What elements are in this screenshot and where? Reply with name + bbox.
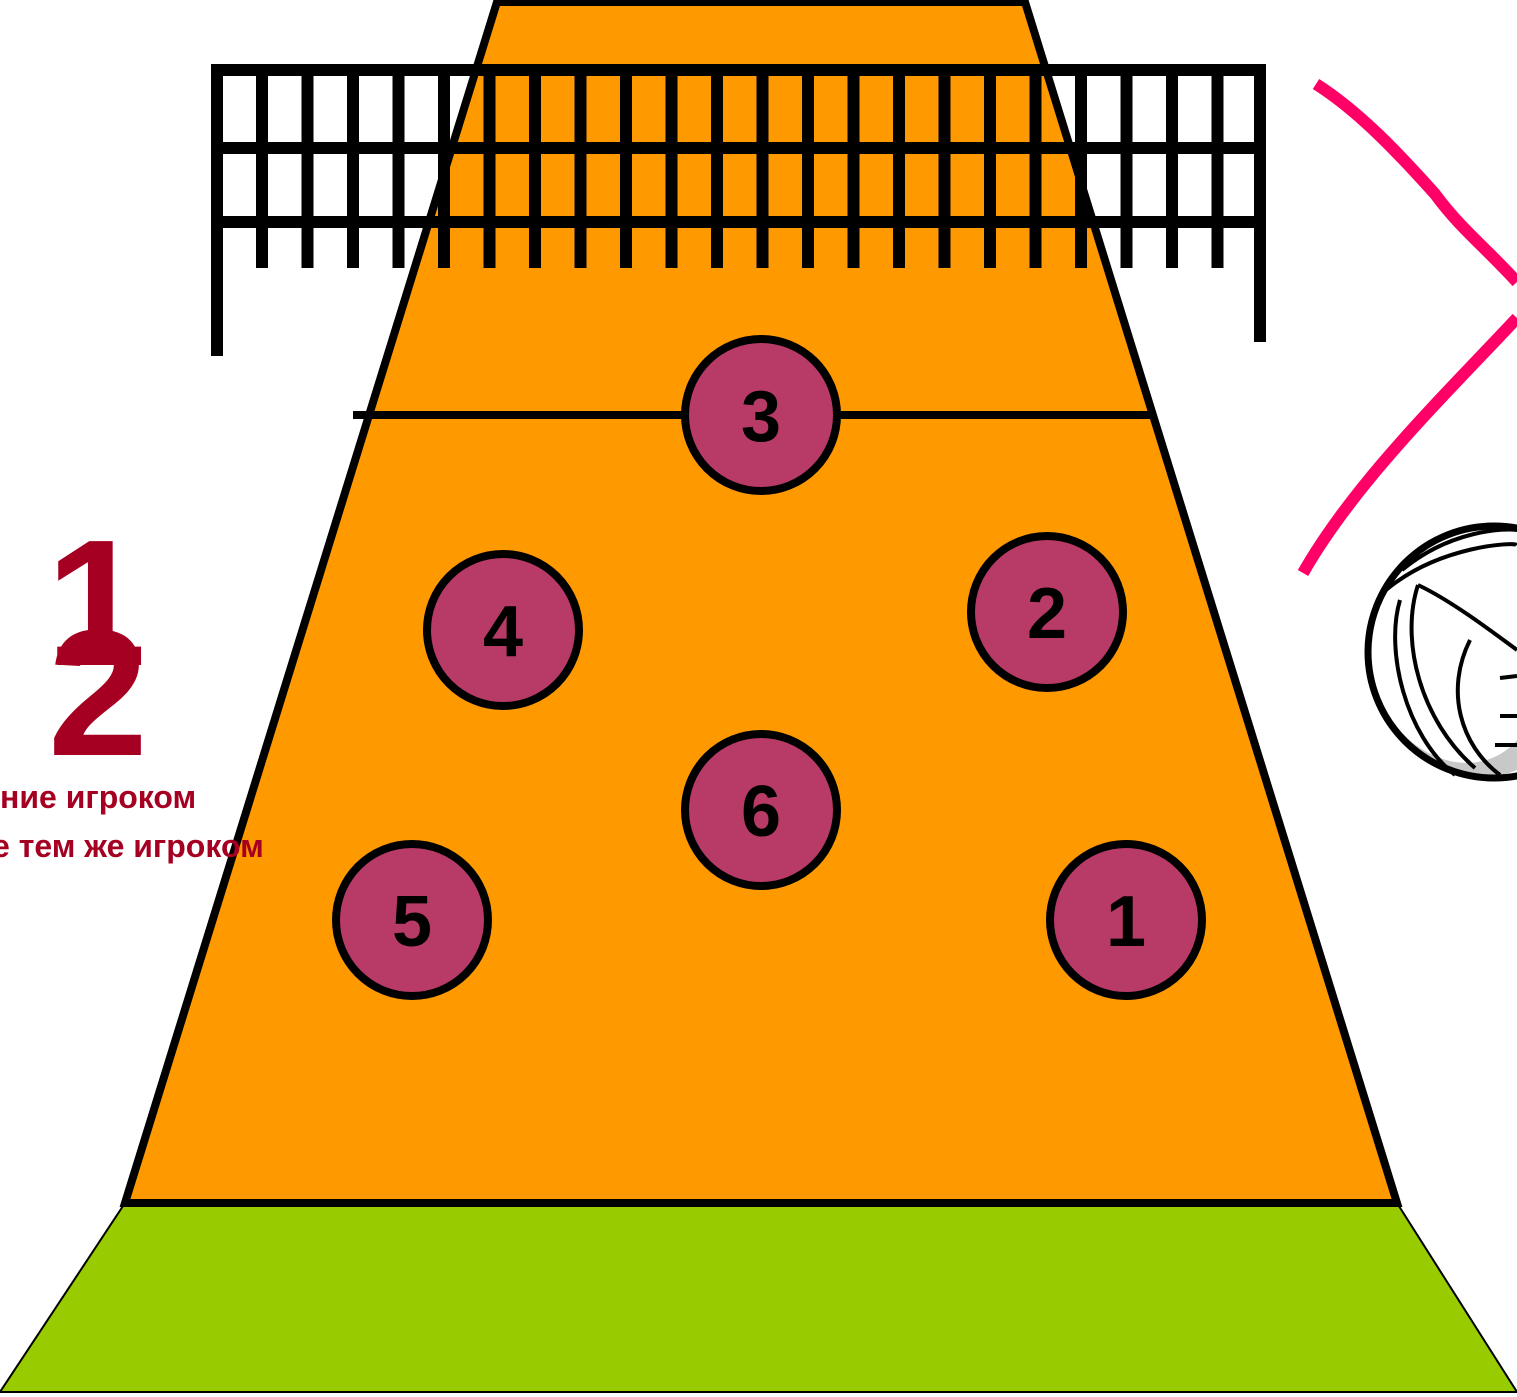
player-position-5: 5 — [332, 840, 492, 1000]
net-icon — [211, 64, 1266, 356]
player-position-label: 5 — [392, 882, 432, 962]
volleyball-icon — [1364, 522, 1517, 782]
player-position-6: 6 — [681, 730, 841, 890]
player-position-label: 4 — [483, 592, 523, 672]
player-positions: 3 4 2 6 5 1 — [332, 335, 1206, 1000]
player-position-label: 2 — [1027, 574, 1067, 654]
player-circle-icon — [332, 840, 492, 1000]
player-circle-icon — [423, 550, 583, 710]
player-circle-icon — [1046, 840, 1206, 1000]
counter-second: 2 — [48, 593, 148, 794]
player-position-4: 4 — [423, 550, 583, 710]
player-circle-icon — [967, 532, 1127, 692]
player-position-2: 2 — [967, 532, 1127, 692]
player-circle-icon — [681, 335, 841, 495]
player-position-label: 6 — [741, 772, 781, 852]
caption-line-1: ние игроком — [0, 779, 196, 815]
player-position-label: 1 — [1106, 882, 1146, 962]
caption-line-2: е тем же игроком — [0, 828, 264, 864]
player-circle-icon — [681, 730, 841, 890]
counter-first: 1 — [46, 503, 146, 704]
player-position-1: 1 — [1046, 840, 1206, 1000]
player-position-3: 3 — [681, 335, 841, 495]
ball-trajectory-line — [1297, 78, 1517, 576]
floor-zone — [0, 1202, 1517, 1393]
player-position-label: 3 — [741, 377, 781, 457]
